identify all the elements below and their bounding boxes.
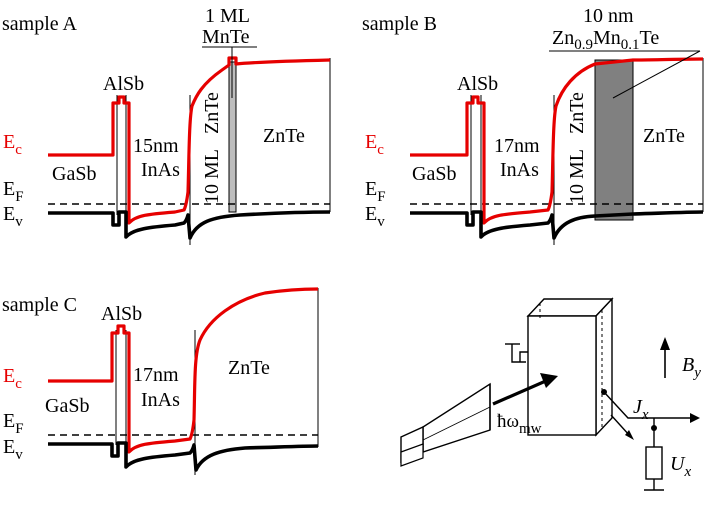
conduction-band [48,287,319,454]
ec-label: Ec [3,131,22,158]
inas-label: InAs [141,159,180,181]
panel-sample-b: sample B AlSb GaSb 17nm InAs ZnTe 10 ML … [362,5,704,245]
inas-label: InAs [500,159,539,181]
ec-label: Ec [365,131,384,158]
dms-layer [594,59,634,221]
alsb-label: AlSb [457,73,498,95]
load-resistor [645,446,663,480]
sample-a-title: sample A [2,13,78,35]
ef-label: EF [365,178,386,205]
alsb-label: AlSb [101,303,142,325]
panel-sample-a: sample A AlSb GaSb 15nm InAs ZnTe 10 ML … [2,5,331,245]
conduction-band [410,57,704,225]
znte-label: ZnTe [228,357,270,379]
panel-sample-c: sample C AlSb GaSb 17nm InAs ZnTe Ec EF … [2,287,319,475]
inas-thickness-label: 15nm [133,135,179,157]
current-arrow [610,414,631,437]
gasb-label: GaSb [45,395,89,417]
znte-label: ZnTe [263,125,305,147]
current-label: Jx [633,396,649,423]
sample-box [526,297,614,437]
valence-band [48,441,319,472]
ev-label: Ev [3,436,23,463]
ml-vertical-label: 10 ML [201,149,223,204]
ec-label: Ec [3,365,22,392]
mnte-ml-label: 1 ML [205,5,250,27]
ev-label: Ev [365,203,385,230]
znte-label: ZnTe [643,125,685,147]
voltage-label: Ux [670,453,691,480]
valence-band [48,210,331,240]
left-contact-lead [511,344,528,363]
layer-thickness-label: 10 nm [583,5,634,27]
mnte-label: MnTe [202,26,250,48]
inas-label: InAs [141,389,180,411]
dms-pointer [612,50,701,99]
valence-band [410,210,704,240]
field-arrow-head [660,337,670,350]
sample-b-title: sample B [362,13,437,35]
signal-lead [603,391,690,419]
znte-vertical-label: ZnTe [566,92,588,134]
znte-vertical-label: ZnTe [201,92,223,134]
ml-vertical-label: 10 ML [566,149,588,204]
ev-label: Ev [3,203,23,230]
alsb-label: AlSb [103,73,144,95]
microwave-label: ħωmw [497,411,542,437]
gasb-label: GaSb [412,163,456,185]
measurement-setup: By Jx Ux ħωmw [400,297,701,491]
field-label: By [682,354,701,381]
current-arrow-head [625,430,634,440]
microwave-beam-arrow [492,378,549,406]
ef-label: EF [3,178,24,205]
microwave-arrow-head [540,373,558,388]
sample-c-title: sample C [2,294,77,316]
inas-thickness-label: 17nm [494,135,540,157]
dms-composition-label: Zn0.9Mn0.1Te [552,27,659,53]
horn-antenna [400,382,491,467]
voltage-arrow-head [690,413,700,423]
conduction-band [48,56,331,225]
inas-thickness-label: 17nm [133,364,179,386]
ef-label: EF [3,410,24,437]
gasb-label: GaSb [52,163,96,185]
